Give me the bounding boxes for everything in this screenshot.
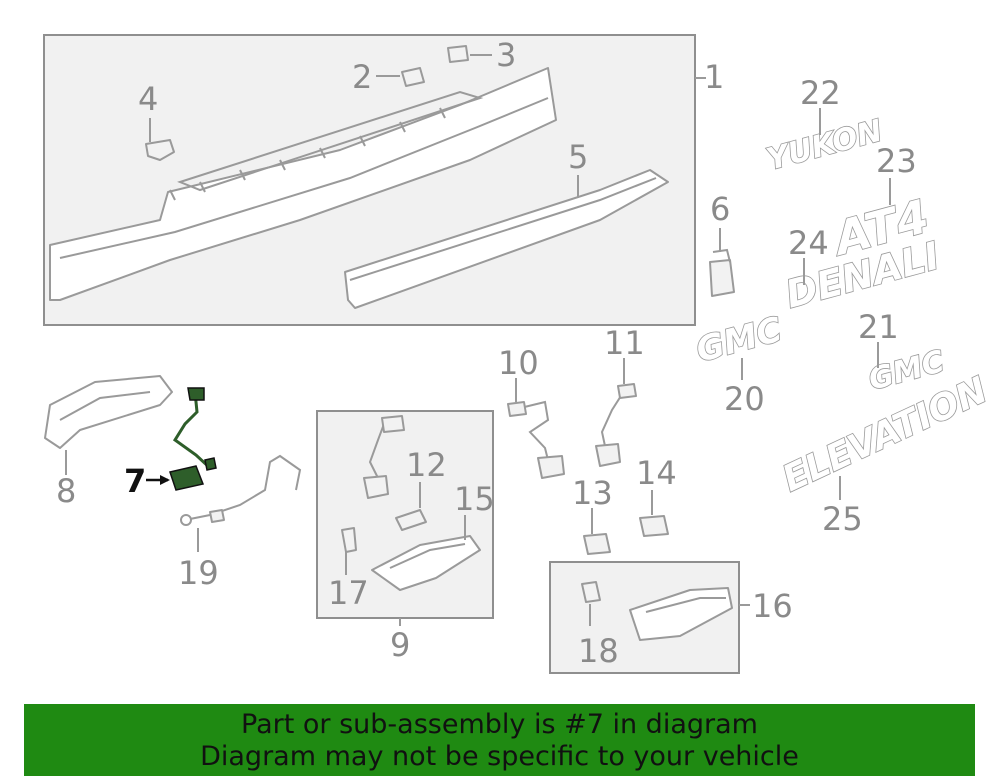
svg-text:GMC: GMC — [692, 310, 786, 371]
part-screw-18[interactable] — [581, 581, 601, 603]
callout-5: 5 — [568, 138, 588, 176]
banner-line-1: Part or sub-assembly is #7 in diagram — [241, 709, 758, 740]
part-bulb-12[interactable] — [395, 509, 427, 531]
callout-16: 16 — [752, 587, 793, 625]
part-screw-17[interactable] — [341, 527, 357, 553]
part-lamp-16[interactable] — [629, 587, 733, 641]
callout-23: 23 — [876, 142, 917, 180]
callout-9: 9 — [390, 626, 410, 664]
info-banner: Part or sub-assembly is #7 in diagram Di… — [24, 704, 975, 776]
callout-24: 24 — [788, 224, 829, 262]
part-clip-3[interactable] — [447, 45, 469, 63]
callout-25: 25 — [822, 500, 863, 538]
part-socket-9[interactable] — [363, 415, 405, 499]
part-lamp-15[interactable] — [371, 535, 481, 591]
callout-15: 15 — [454, 480, 495, 518]
callout-3: 3 — [496, 36, 516, 74]
emblem-gmc-20[interactable]: GMC — [691, 309, 787, 372]
part-garnish-molding[interactable] — [49, 67, 557, 301]
part-clip-13[interactable] — [583, 533, 611, 555]
callout-4: 4 — [138, 80, 158, 118]
callout-20: 20 — [724, 380, 765, 418]
callout-17: 17 — [328, 574, 369, 612]
part-applique-strip[interactable] — [344, 169, 669, 309]
part-socket-11[interactable] — [595, 383, 637, 467]
callout-19: 19 — [178, 554, 219, 592]
callout-12: 12 — [406, 446, 447, 484]
callout-7: 7 — [124, 462, 146, 500]
parts-diagram: YUKON AT4 DENALI GMC GMC ELEVATION — [43, 34, 995, 674]
callout-2: 2 — [352, 58, 372, 96]
part-handle-8[interactable] — [44, 375, 173, 449]
callout-8: 8 — [56, 472, 76, 510]
arrowhead-7 — [160, 475, 170, 485]
callout-11: 11 — [604, 324, 645, 362]
callout-1: 1 — [704, 58, 724, 96]
callout-22: 22 — [800, 74, 841, 112]
callout-18: 18 — [578, 632, 619, 670]
part-harness-7[interactable] — [169, 387, 217, 491]
callout-6: 6 — [710, 190, 730, 228]
part-clip-2[interactable] — [401, 67, 425, 87]
callout-10: 10 — [498, 344, 539, 382]
callout-13: 13 — [572, 474, 613, 512]
callout-21: 21 — [858, 308, 899, 346]
banner-line-2: Diagram may not be specific to your vehi… — [200, 741, 799, 772]
svg-text:YUKON: YUKON — [763, 113, 886, 177]
emblem-yukon[interactable]: YUKON — [762, 113, 887, 179]
part-socket-10[interactable] — [507, 400, 565, 479]
part-clip-14[interactable] — [639, 515, 669, 537]
part-socket-6[interactable] — [709, 248, 735, 297]
part-harness-19[interactable] — [180, 454, 302, 526]
callout-14: 14 — [636, 454, 677, 492]
part-retainer-4[interactable] — [145, 139, 175, 161]
